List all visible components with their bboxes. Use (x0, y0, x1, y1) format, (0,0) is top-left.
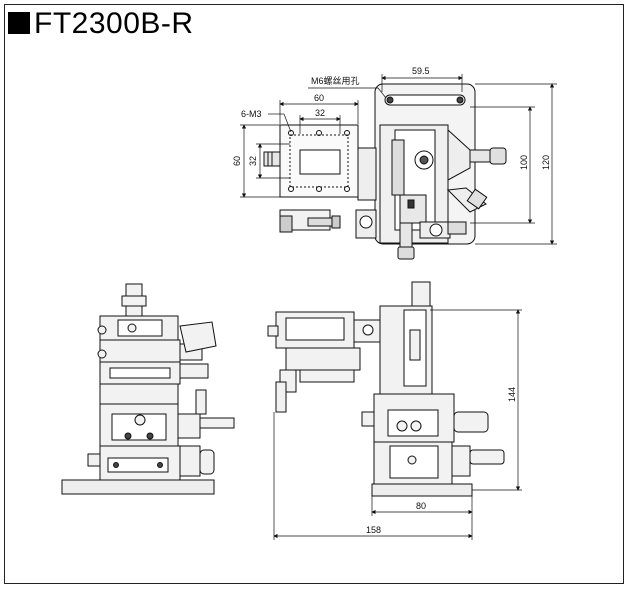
title-square-icon (8, 12, 30, 34)
dim-80: 80 (416, 501, 426, 511)
front-view (61, 283, 235, 495)
dim-32-left: 32 (248, 156, 258, 166)
dim-59-5: 59.5 (412, 66, 430, 76)
dim-144: 144 (507, 387, 517, 402)
dim-100: 100 (519, 155, 529, 170)
dim-60-left: 60 (232, 156, 242, 166)
top-view-dimensions (240, 74, 557, 245)
dim-32-top: 32 (315, 108, 325, 118)
m6-note-label: M6螺丝用孔 (311, 75, 360, 86)
front-view-base (61, 479, 215, 495)
side-view-dimensions (273, 309, 522, 540)
side-view-base (371, 483, 473, 497)
drawing-frame (4, 4, 624, 584)
dim-60-top: 60 (314, 93, 324, 103)
dim-158: 158 (366, 525, 381, 535)
m3-note-label: 6-M3 (241, 109, 262, 119)
dim-120: 120 (541, 155, 551, 170)
m6-slot-top (384, 94, 466, 106)
product-code: FT2300B-R (34, 7, 194, 40)
side-view (267, 281, 505, 497)
drawing-title: FT2300B-R (8, 6, 194, 42)
top-view (263, 83, 507, 260)
